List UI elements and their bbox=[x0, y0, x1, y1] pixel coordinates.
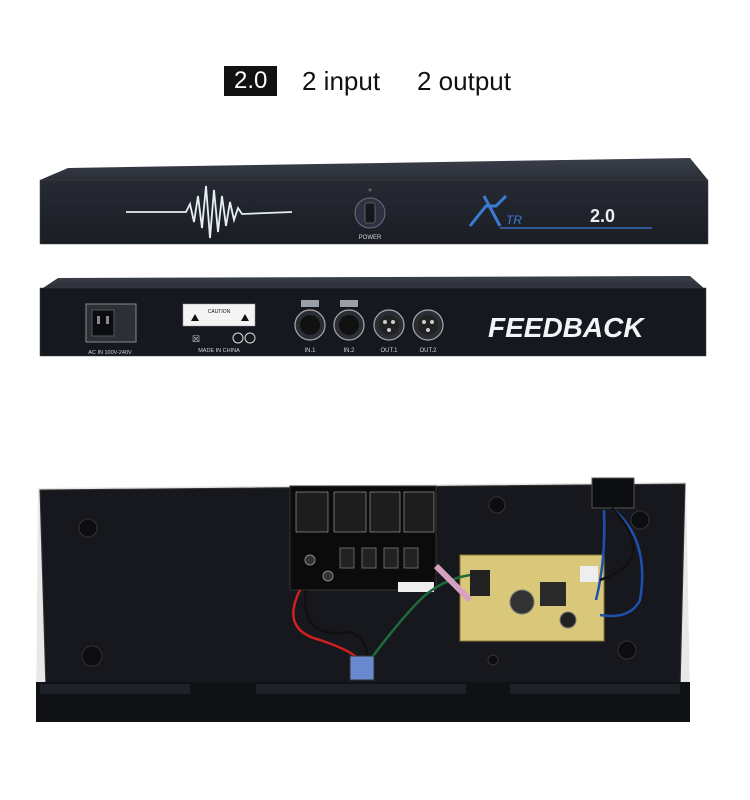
audio-circuit-board bbox=[289, 485, 437, 592]
mount-hole bbox=[488, 496, 506, 514]
xlr-port-in1[interactable] bbox=[294, 300, 326, 341]
model-badge: 2.0 bbox=[224, 66, 278, 96]
mount-hole bbox=[617, 640, 637, 660]
power-switch-housing bbox=[591, 477, 635, 509]
power-label: POWER bbox=[359, 235, 382, 241]
ac-label: AC IN 100V-240V bbox=[88, 350, 132, 356]
power-supply-board bbox=[459, 554, 605, 642]
xtr-logo: TR 2.0 bbox=[468, 194, 652, 229]
mount-hole bbox=[78, 518, 98, 538]
svg-text:☒: ☒ bbox=[192, 334, 200, 344]
title-bar: 2.0 2 input 2 output bbox=[0, 64, 750, 98]
xlr-port-in2[interactable] bbox=[333, 300, 365, 341]
port-label-in2: IN.2 bbox=[343, 348, 355, 354]
made-in-label: MADE IN CHINA bbox=[198, 348, 240, 354]
xlr-port-out1[interactable] bbox=[373, 309, 405, 341]
caution-sticker bbox=[182, 303, 256, 327]
rear-panel-unit: AC IN 100V-240V CAUTION MADE IN CHINA ☒ bbox=[39, 276, 707, 357]
input-count: 2 input bbox=[302, 66, 381, 96]
model-version: 2.0 bbox=[590, 206, 615, 226]
open-chassis-interior bbox=[36, 477, 690, 722]
front-panel-unit: POWER TR 2.0 bbox=[39, 158, 709, 245]
port-label-in1: IN.1 bbox=[304, 348, 316, 354]
model-prefix: TR bbox=[506, 213, 522, 227]
caution-label: CAUTION bbox=[208, 309, 231, 315]
waveform-graphic bbox=[126, 185, 293, 239]
output-count: 2 output bbox=[417, 66, 511, 96]
mount-hole bbox=[630, 510, 650, 530]
port-label-out2: OUT.2 bbox=[419, 348, 437, 354]
xlr-port-out2[interactable] bbox=[412, 309, 444, 341]
brand-name: FEEDBACK bbox=[488, 312, 645, 343]
port-label-out1: OUT.1 bbox=[380, 348, 398, 354]
mount-hole bbox=[81, 645, 103, 667]
